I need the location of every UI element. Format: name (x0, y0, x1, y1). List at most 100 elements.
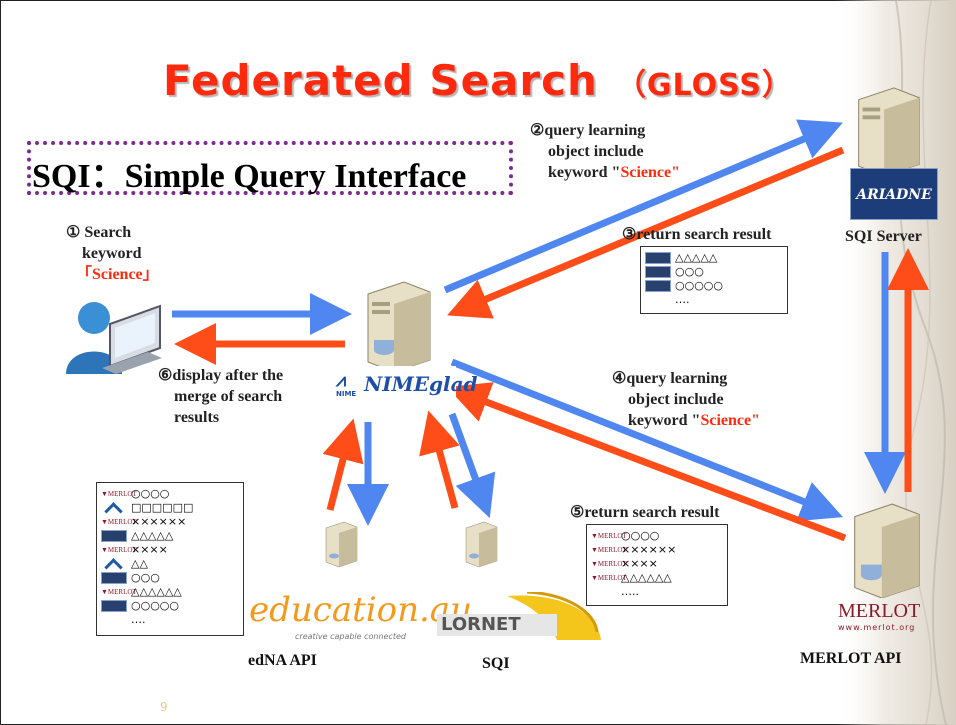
sqi-server-label: SQI Server (845, 228, 922, 245)
merlot-icon: ▼MERLOT (591, 530, 627, 542)
step2-quote: " (671, 164, 680, 181)
user-computer-icon (66, 302, 162, 374)
sqi-heading: SQI：Simple Query Interface (32, 158, 467, 195)
nime-logo-mark: ⩘ (336, 370, 347, 391)
arrow-ariadne-to-nime (447, 146, 845, 319)
step4-label: ④query learning object include keyword "… (612, 368, 760, 431)
result-line: ○○○○○ (131, 599, 179, 612)
merlot-results-panel: ▼MERLOT○○○○ ▼MERLOT×××××× ▼MERLOT×××× ▼M… (586, 524, 728, 606)
result-line: △△△△△ (131, 529, 174, 542)
sqi-label: SQI (482, 655, 510, 672)
ariadne-logo: ARIADNE (850, 168, 938, 220)
nime-logo-text: NIMEglad (364, 372, 478, 396)
merlot-icon: ▼MERLOT (101, 516, 137, 528)
arrow-nime-to-ariadne (443, 119, 843, 294)
result-line: ○○○○○ (675, 279, 723, 292)
step1-label: ① Search keyword 「Science」 (66, 222, 159, 285)
ariadne-icon (645, 252, 671, 264)
title-sub: （GLOSS） (615, 68, 793, 103)
step2-line1: ②query learning (530, 122, 646, 139)
education-tagline: creative capable connected (295, 632, 407, 641)
ariadne-icon (645, 280, 671, 292)
result-line: ○○○○ (131, 487, 170, 500)
merlot-icon: ▼MERLOT (591, 558, 627, 570)
sqi-server-small-icon (465, 521, 498, 568)
step2-label: ②query learning object include keyword "… (530, 120, 680, 183)
nime-server-icon (367, 281, 431, 372)
ariadne-server-icon (858, 87, 920, 176)
arrow-edna-to-nime (322, 418, 364, 511)
result-line: ….. (621, 585, 639, 598)
ariadne-results-panel: △△△△△ ○○○ ○○○○○ …. (640, 246, 788, 314)
nime-icon (101, 502, 127, 521)
result-line: ○○○ (131, 571, 160, 584)
result-line: ×××××× (621, 543, 677, 556)
step3-label: ③return search result (622, 226, 772, 243)
result-line: ×××× (621, 557, 658, 570)
step6-label: ⑥display after the merge of search resul… (158, 365, 283, 428)
merlot-icon: ▼MERLOT (591, 544, 627, 556)
result-line: …. (675, 293, 690, 306)
step2-keyword: Science (620, 164, 672, 181)
merlot-icon: ▼MERLOT (591, 572, 627, 584)
merlot-icon: ▼MERLOT (101, 586, 137, 598)
blank-icon (591, 586, 617, 598)
merlot-server-icon (854, 503, 920, 598)
step4-line1: ④query learning (612, 370, 728, 387)
step4-quote: " (751, 412, 760, 429)
nime-logo: ⩘ NIME NIMEglad (330, 366, 478, 406)
result-line: …. (131, 613, 146, 626)
ariadne-logo-text: ARIADNE (856, 187, 932, 203)
title-main: Federated Search (163, 56, 598, 105)
step2-line3a: keyword " (548, 164, 621, 181)
education-logo-text: education.au (249, 590, 472, 630)
education-logo: education.au creative capable connected (247, 584, 472, 650)
step6-line2: merge of search (174, 388, 283, 405)
result-line: △△△△△△ (131, 585, 182, 598)
step1-line1: ① Search (66, 224, 132, 241)
merged-results-panel: ▼MERLOT○○○○ □□□□□□ ▼MERLOT×××××× △△△△△ ▼… (96, 482, 244, 636)
lornet-swoosh (437, 590, 601, 640)
blank-icon (101, 614, 127, 626)
merlot-api-label: MERLOT API (800, 650, 902, 667)
step4-line3a: keyword " (628, 412, 701, 429)
arrow-merlot-to-nime (446, 382, 847, 542)
merlot-url: www.merlot.org (838, 623, 916, 632)
step6-line1: ⑥display after the (158, 367, 284, 384)
ariadne-icon (101, 530, 127, 542)
step2-line2: object include (548, 143, 644, 160)
nime-small-label: NIME (336, 390, 357, 398)
result-line: ×××××× (131, 515, 187, 528)
blank-icon (645, 294, 671, 306)
result-line: △△△△△ (675, 251, 718, 264)
merlot-logo: MERLOT www.merlot.org (838, 600, 950, 634)
step4-line2: object include (628, 391, 724, 408)
edna-server-icon (325, 521, 358, 568)
result-line: ×××× (131, 543, 168, 556)
result-line: △△△△△△ (621, 571, 672, 584)
sqi-dotted-box (27, 141, 513, 195)
step1-line3: 「Science」 (76, 266, 159, 283)
merlot-icon: ▼MERLOT (101, 488, 137, 500)
nime-icon (101, 558, 127, 577)
arrow-nime-to-sqi (448, 412, 496, 519)
step1-line2: keyword (82, 245, 142, 262)
lornet-logo-text: LORNET (441, 614, 521, 635)
merlot-icon: ▼MERLOT (101, 544, 137, 556)
lornet-logo: LORNET (437, 590, 603, 644)
step6-line3: results (174, 409, 220, 426)
ariadne-icon (101, 572, 127, 584)
step5-label: ⑤return search result (570, 504, 720, 521)
step4-keyword: Science (700, 412, 752, 429)
ariadne-icon (101, 600, 127, 612)
page-title: Federated Search （GLOSS） (0, 56, 956, 105)
arrow-sqi-to-nime (419, 410, 460, 509)
arrow-nime-to-merlot (450, 358, 844, 522)
result-line: ○○○ (675, 265, 704, 278)
result-line: ○○○○ (621, 529, 660, 542)
result-line: □□□□□□ (131, 501, 194, 514)
merlot-logo-text: MERLOT (838, 600, 921, 622)
result-line: △△ (131, 557, 148, 570)
ariadne-icon (645, 266, 671, 278)
